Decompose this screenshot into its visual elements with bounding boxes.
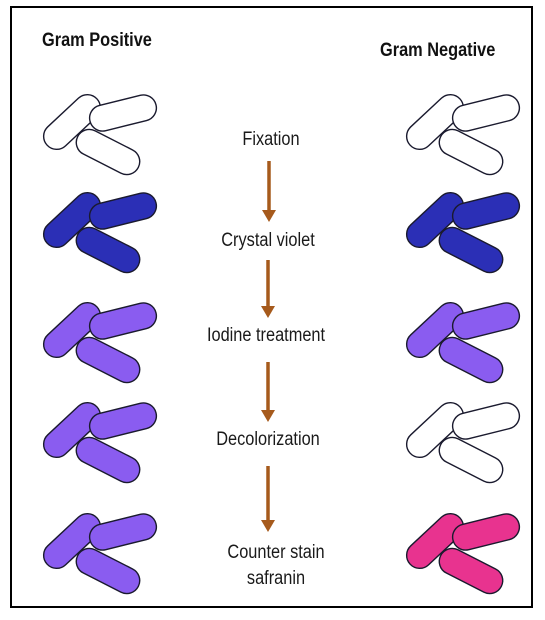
gram-negative-bacteria-cluster-row-2 <box>401 187 522 277</box>
gram-positive-bacterium <box>72 544 144 598</box>
gram-negative-bacteria-cluster-row-4 <box>401 397 522 487</box>
gram-negative-bacteria-cluster-row-1 <box>401 89 522 179</box>
gram-positive-bacterium <box>72 333 144 387</box>
gram-negative-bacterium <box>450 190 522 232</box>
process-arrow-3 <box>261 362 275 422</box>
gram-positive-bacterium <box>72 433 144 487</box>
gram-negative-bacterium <box>435 125 507 179</box>
gram-negative-bacterium <box>435 544 507 598</box>
gram-positive-bacterium <box>87 300 159 342</box>
gram-negative-bacterium <box>435 433 507 487</box>
process-arrow-4 <box>261 466 275 532</box>
gram-negative-bacteria-cluster-row-3 <box>401 297 522 387</box>
gram-negative-bacterium <box>450 92 522 134</box>
gram-negative-bacterium <box>450 400 522 442</box>
gram-positive-bacteria-cluster-row-5 <box>38 508 159 598</box>
process-arrow-1 <box>262 161 276 222</box>
gram-positive-bacterium <box>87 400 159 442</box>
gram-positive-bacteria-cluster-row-4 <box>38 397 159 487</box>
gram-positive-bacteria-cluster-row-2 <box>38 187 159 277</box>
gram-positive-bacterium <box>87 511 159 553</box>
gram-positive-bacteria-cluster-row-3 <box>38 297 159 387</box>
gram-positive-bacterium <box>72 125 144 179</box>
gram-positive-bacterium <box>72 223 144 277</box>
gram-positive-bacterium <box>87 92 159 134</box>
gram-negative-bacterium <box>450 511 522 553</box>
gram-negative-bacterium <box>435 223 507 277</box>
gram-positive-bacterium <box>87 190 159 232</box>
gram-negative-bacterium <box>450 300 522 342</box>
gram-negative-bacterium <box>435 333 507 387</box>
gram-positive-bacteria-cluster-row-1 <box>38 89 159 179</box>
gram-negative-bacteria-cluster-row-5 <box>401 508 522 598</box>
process-arrow-2 <box>261 260 275 318</box>
